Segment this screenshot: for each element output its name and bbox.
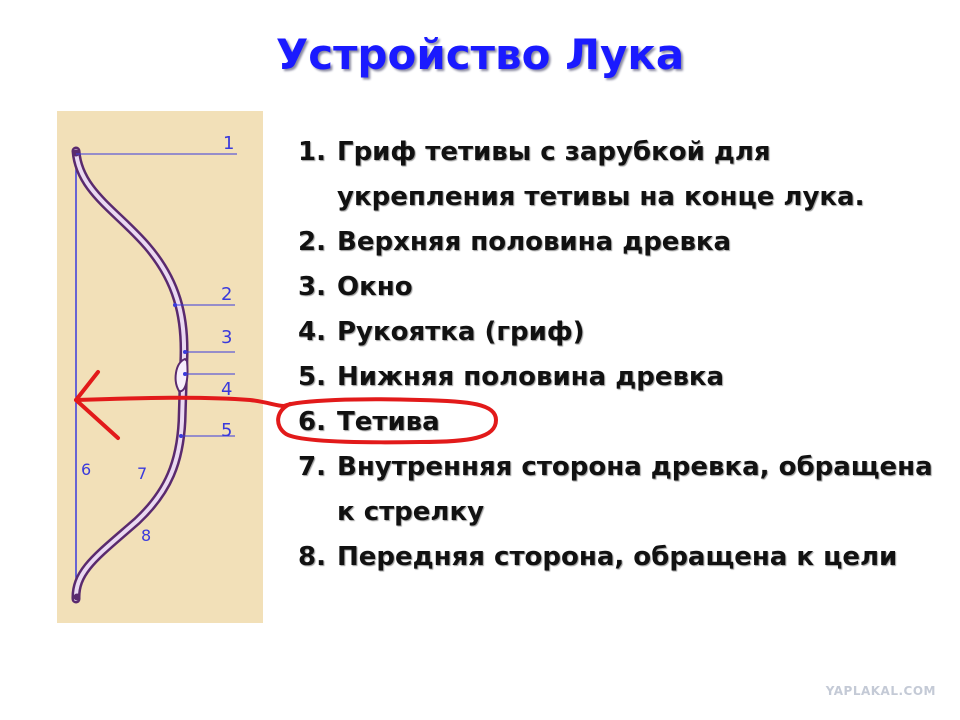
label-2: 2	[221, 284, 232, 305]
list-item: 4. Рукоятка (гриф)	[298, 310, 938, 355]
list-item: 6. Тетива	[298, 400, 938, 445]
list-item-text: Окно	[337, 272, 413, 302]
bow-drawing: 1 2 3 4 5 6 7 8	[71, 133, 237, 604]
guide-dot-5	[179, 434, 183, 438]
list-item-number: 4.	[298, 317, 326, 347]
list-item-number: 6.	[298, 407, 326, 437]
label-5: 5	[221, 420, 232, 441]
list-item: 1. Гриф тетивы с зарубкой для укрепления …	[298, 130, 938, 220]
list-item-text: Нижняя половина древка	[337, 362, 725, 392]
bow-limb-outer	[71, 146, 189, 604]
list-item: 7. Внутренняя сторона древка, обращена к …	[298, 445, 938, 535]
label-1: 1	[223, 133, 234, 154]
upper-nock	[72, 149, 80, 157]
guide-dot-4	[183, 372, 187, 376]
label-7: 7	[137, 464, 147, 483]
list-item-number: 3.	[298, 272, 326, 302]
list-item-text: Верхняя половина древка	[337, 227, 732, 257]
slide-title: Устройство Лука	[275, 30, 685, 79]
parts-list: 1. Гриф тетивы с зарубкой для укрепления …	[298, 130, 938, 580]
label-8: 8	[141, 526, 151, 545]
diagram-edge-strip	[263, 111, 268, 623]
list-item-text: Тетива	[337, 407, 440, 437]
list-item: 3. Окно	[298, 265, 938, 310]
list-item: 8. Передняя сторона, обращена к цели	[298, 535, 938, 580]
bow-grip	[174, 357, 189, 393]
list-item-number: 7.	[298, 452, 326, 482]
bow-limb-inner	[73, 149, 187, 601]
lower-nock	[73, 593, 81, 601]
label-6: 6	[81, 460, 91, 479]
list-item-text: Передняя сторона, обращена к цели	[337, 542, 898, 572]
list-item-text: Гриф тетивы с зарубкой для укрепления те…	[337, 137, 865, 212]
list-item-number: 5.	[298, 362, 326, 392]
bow-diagram: 1 2 3 4 5 6 7 8	[57, 111, 268, 623]
list-item: 2. Верхняя половина древка	[298, 220, 938, 265]
label-4: 4	[221, 379, 232, 400]
watermark: YAPLAKAL.COM	[825, 684, 936, 698]
guide-dot-3	[183, 350, 187, 354]
list-item-text: Внутренняя сторона древка, обращена к ст…	[337, 452, 933, 527]
guide-dot-2	[173, 303, 177, 307]
label-3: 3	[221, 327, 232, 348]
list-item-text: Рукоятка (гриф)	[337, 317, 585, 347]
list-item-number: 2.	[298, 227, 326, 257]
list-item: 5. Нижняя половина древка	[298, 355, 938, 400]
list-item-number: 8.	[298, 542, 326, 572]
list-item-number: 1.	[298, 137, 326, 167]
